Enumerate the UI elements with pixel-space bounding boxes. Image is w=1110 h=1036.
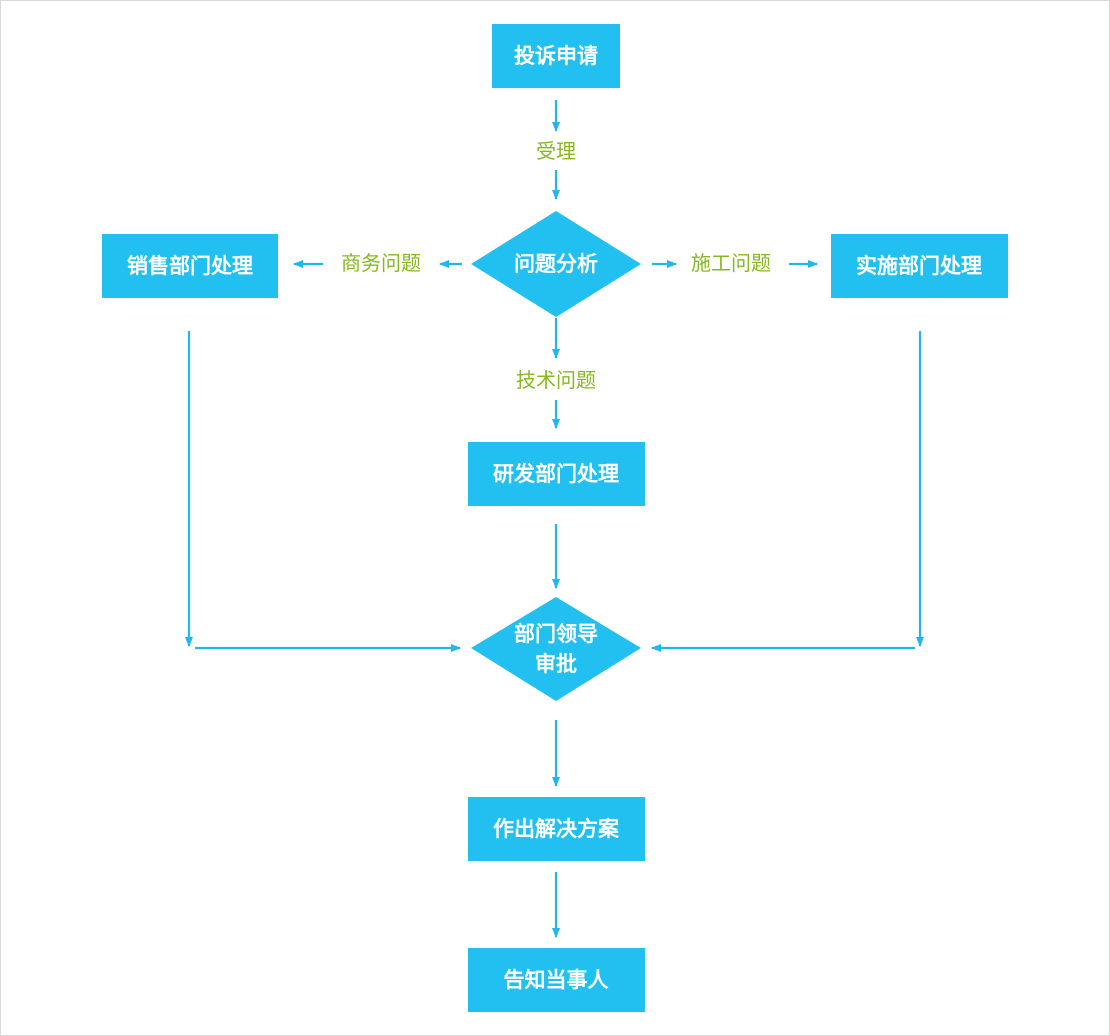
node-notify-party: 告知当事人 [468, 948, 645, 1012]
edge-label-business-issue: 商务问题 [341, 251, 421, 275]
node-dept-leader-approval: 部门领导 审批 [471, 597, 641, 701]
node-make-solution: 作出解决方案 [468, 797, 645, 861]
make-solution-label: 作出解决方案 [493, 817, 620, 841]
node-sales-dept-handling: 销售部门处理 [102, 234, 278, 298]
node-rd-dept-handling: 研发部门处理 [468, 442, 645, 506]
implementation-dept-handling-label: 实施部门处理 [856, 254, 982, 278]
dept-leader-approval-label-line1: 部门领导 [514, 622, 598, 646]
edge-label-construction-issue: 施工问题 [691, 251, 771, 275]
node-problem-analysis: 问题分析 [471, 211, 641, 317]
node-implementation-dept-handling: 实施部门处理 [831, 234, 1008, 298]
node-complaint-application: 投诉申请 [492, 24, 620, 88]
complaint-application-label: 投诉申请 [514, 44, 598, 68]
sales-dept-handling-label: 销售部门处理 [127, 254, 253, 278]
edge-label-accept: 受理 [536, 139, 576, 163]
arrows [185, 100, 924, 938]
dept-leader-approval-label-line2: 审批 [535, 652, 577, 676]
edge-label-technical-issue: 技术问题 [516, 368, 596, 392]
problem-analysis-label: 问题分析 [514, 252, 598, 276]
notify-party-label: 告知当事人 [504, 968, 609, 992]
rd-dept-handling-label: 研发部门处理 [493, 462, 619, 486]
